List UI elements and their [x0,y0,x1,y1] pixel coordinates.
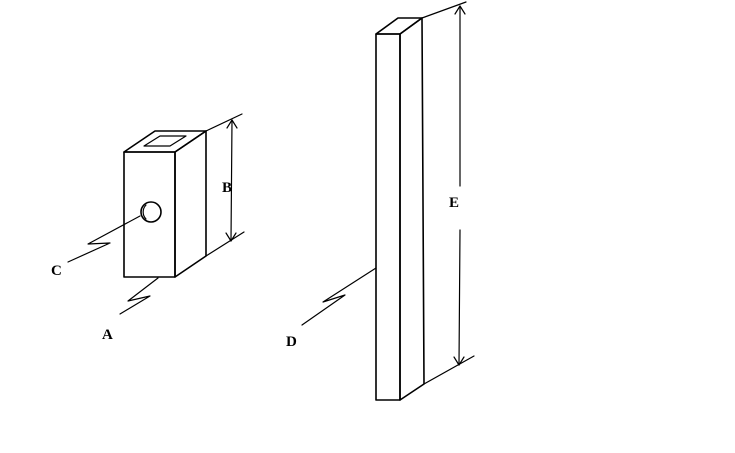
dimension-b-line [230,119,233,242]
dimension-e-extension-top [421,1,467,19]
dimension-b-extension-bottom [205,231,245,257]
label-d: D [286,334,297,350]
label-b: B [222,180,232,196]
dimension-e [421,1,475,385]
small-block-front-face [123,151,176,278]
small-block-side-face [174,130,207,278]
dimension-e-line-lower [458,229,461,366]
side-hole [140,201,162,223]
dimension-b-arrow-top [226,119,238,129]
leader-c [67,215,141,263]
leader-d [301,267,377,326]
dimension-e-arrow-bottom [453,356,465,366]
leader-a [119,277,159,315]
dimension-b [205,113,245,257]
label-e: E [449,195,459,211]
small-block-top-face [123,130,207,153]
square-opening [143,135,187,147]
dimension-b-arrow-bottom [225,232,237,242]
tall-bar-top-face [375,17,423,35]
dimension-e-extension-bottom [423,355,475,385]
dimension-e-arrow-top [454,5,466,15]
label-c: C [51,263,62,279]
tall-bar-side-face [399,17,425,401]
side-hole-shadow [142,204,147,220]
tall-bar-front-face [375,33,401,401]
label-a: A [102,327,113,343]
small-block [123,130,207,278]
tall-bar [375,17,425,401]
dimension-b-extension-top [205,113,243,132]
